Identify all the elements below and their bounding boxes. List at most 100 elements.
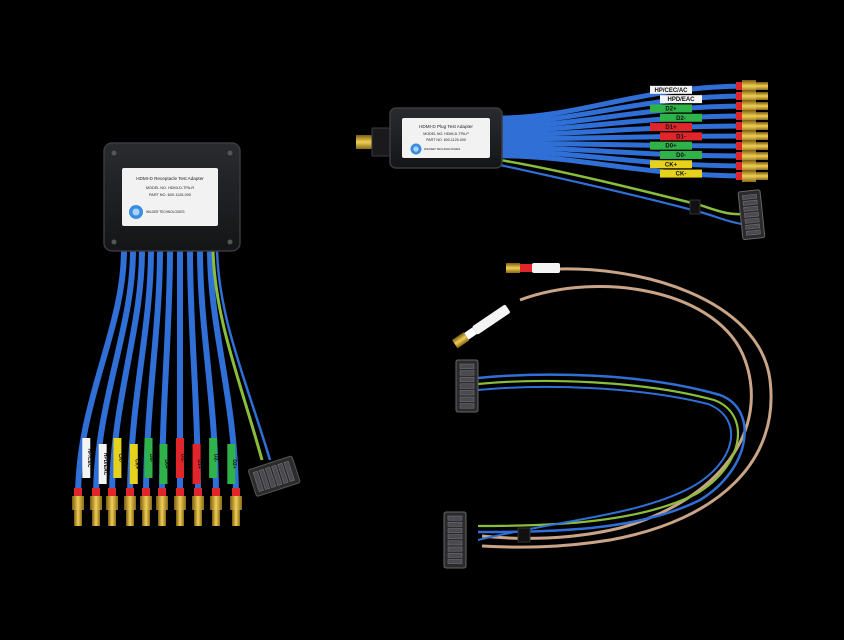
header-connector-icon [443, 511, 467, 569]
header-connector-icon [248, 455, 301, 497]
channel-tag [650, 141, 692, 150]
ribbon-wire [477, 373, 746, 534]
sma-collar [194, 488, 202, 496]
channel-tag [129, 444, 138, 484]
sma-connector-icon [506, 263, 560, 273]
right-adapter-title: HDMI-D Plug Test Adapter [419, 124, 473, 129]
coax-cable [481, 267, 773, 549]
right-coax-lead: D0- [499, 144, 768, 162]
sma-collar [736, 92, 742, 100]
right-adapter-model: MODEL NO. HDMI-D-TPA-P [423, 132, 469, 136]
sma-collar [736, 112, 742, 120]
channel-tag [82, 438, 91, 478]
left-ground-wire-blue [215, 249, 272, 461]
header-connector-icon [455, 359, 479, 413]
right-coax-lead: HPD/EAC [499, 90, 768, 125]
loose-cable-set [443, 263, 773, 569]
left-coax-lead: D0+ [156, 249, 173, 526]
sma-connector-icon [742, 170, 768, 182]
sma-collar [736, 152, 742, 160]
sma-connector-icon [742, 100, 768, 112]
sma-collar [232, 488, 240, 496]
sma-connector-icon [742, 130, 768, 142]
left-box-screw [111, 150, 117, 156]
channel-tag [192, 444, 201, 484]
sma-collar [736, 132, 742, 140]
channel-tag [98, 444, 107, 484]
right-coax-lead: D1+ [499, 120, 768, 138]
left-coax-lead: CK- [106, 249, 145, 526]
right-coax-lead: HP/CEC/AC [499, 80, 768, 121]
sma-connector-icon [742, 140, 768, 152]
sma-connector-icon [192, 496, 204, 526]
channel-tag [159, 444, 168, 484]
channel-tag-label: CK- [676, 172, 687, 178]
channel-tag [660, 132, 702, 141]
right-coax-lead: D1- [499, 130, 768, 142]
channel-tag-label: HPD/EAC [667, 97, 695, 103]
sma-collar [158, 488, 166, 496]
channel-tag-label: D0+ [163, 459, 169, 468]
left-coax-lead: CK+ [124, 249, 154, 526]
sma-connector-icon [124, 496, 136, 526]
right-adapter-part: PART NO. 600-1125-000 [426, 138, 466, 142]
sma-connector-icon [742, 160, 768, 172]
channel-tag [176, 438, 184, 478]
sma-collar [176, 488, 184, 496]
sma-connector-icon [140, 496, 152, 526]
channel-tag [660, 113, 702, 122]
sma-connector-icon [210, 496, 222, 526]
wilder-logo-icon [410, 143, 422, 155]
channel-tag-label: HPD/EAC [102, 453, 108, 476]
left-ground-wire [211, 249, 264, 461]
channel-tag-label: D1- [180, 454, 186, 462]
left-box-screw [227, 150, 233, 156]
channel-tag [660, 150, 702, 159]
sma-connector-icon [174, 496, 186, 526]
channel-tag [650, 123, 692, 132]
right-coax-lead: D2- [499, 110, 768, 134]
sma-collar [736, 172, 742, 180]
left-adapter-brand: WILDER TECHNOLOGIES [146, 210, 185, 214]
channel-tag-label: D1+ [665, 125, 677, 131]
right-adapter-label [402, 118, 490, 158]
channel-tag [113, 438, 122, 478]
right-ground-wire [499, 158, 743, 216]
sma-connector-icon [106, 496, 118, 526]
sma-collar [74, 488, 82, 496]
sma-connector-icon [742, 120, 768, 132]
channel-tag-label: D0- [148, 454, 154, 462]
sma-connector-icon [742, 150, 768, 162]
channel-tag [650, 160, 692, 169]
sma-collar [92, 488, 100, 496]
left-coax-lead: HPD/EAC [90, 249, 136, 526]
left-coax-lead: D2- [197, 249, 222, 526]
left-coax-lead: D0- [140, 249, 163, 526]
channel-tag-label: D2- [213, 454, 219, 462]
left-box-screw [227, 239, 233, 245]
right-wire-sleeve [689, 199, 701, 215]
channel-tag-label: CK+ [665, 162, 678, 168]
left-box-screw [111, 239, 117, 245]
channel-tag-label: D1- [676, 134, 686, 140]
sma-connector-icon [742, 90, 768, 102]
channel-tag-label: D2+ [231, 459, 237, 468]
channel-tag-label: HP/CEC [86, 449, 92, 468]
channel-tag-label: D0+ [665, 144, 677, 150]
left-adapter-title: HDMI-D Receptacle Test Adapter [136, 176, 204, 181]
sma-collar [736, 142, 742, 150]
channel-tag [660, 95, 702, 104]
left-adapter-part: PART NO. 600-1126-000 [149, 193, 191, 197]
sma-collar [126, 488, 134, 496]
sma-collar [736, 102, 742, 110]
right-coax-lead: CK- [499, 153, 768, 182]
channel-tag-label: D0- [676, 153, 686, 159]
channel-tag [144, 438, 153, 478]
channel-tag [227, 444, 236, 484]
sma-connector-icon [156, 496, 168, 526]
right-coax-lead: D2+ [499, 100, 768, 129]
header-connector-icon [737, 189, 766, 241]
